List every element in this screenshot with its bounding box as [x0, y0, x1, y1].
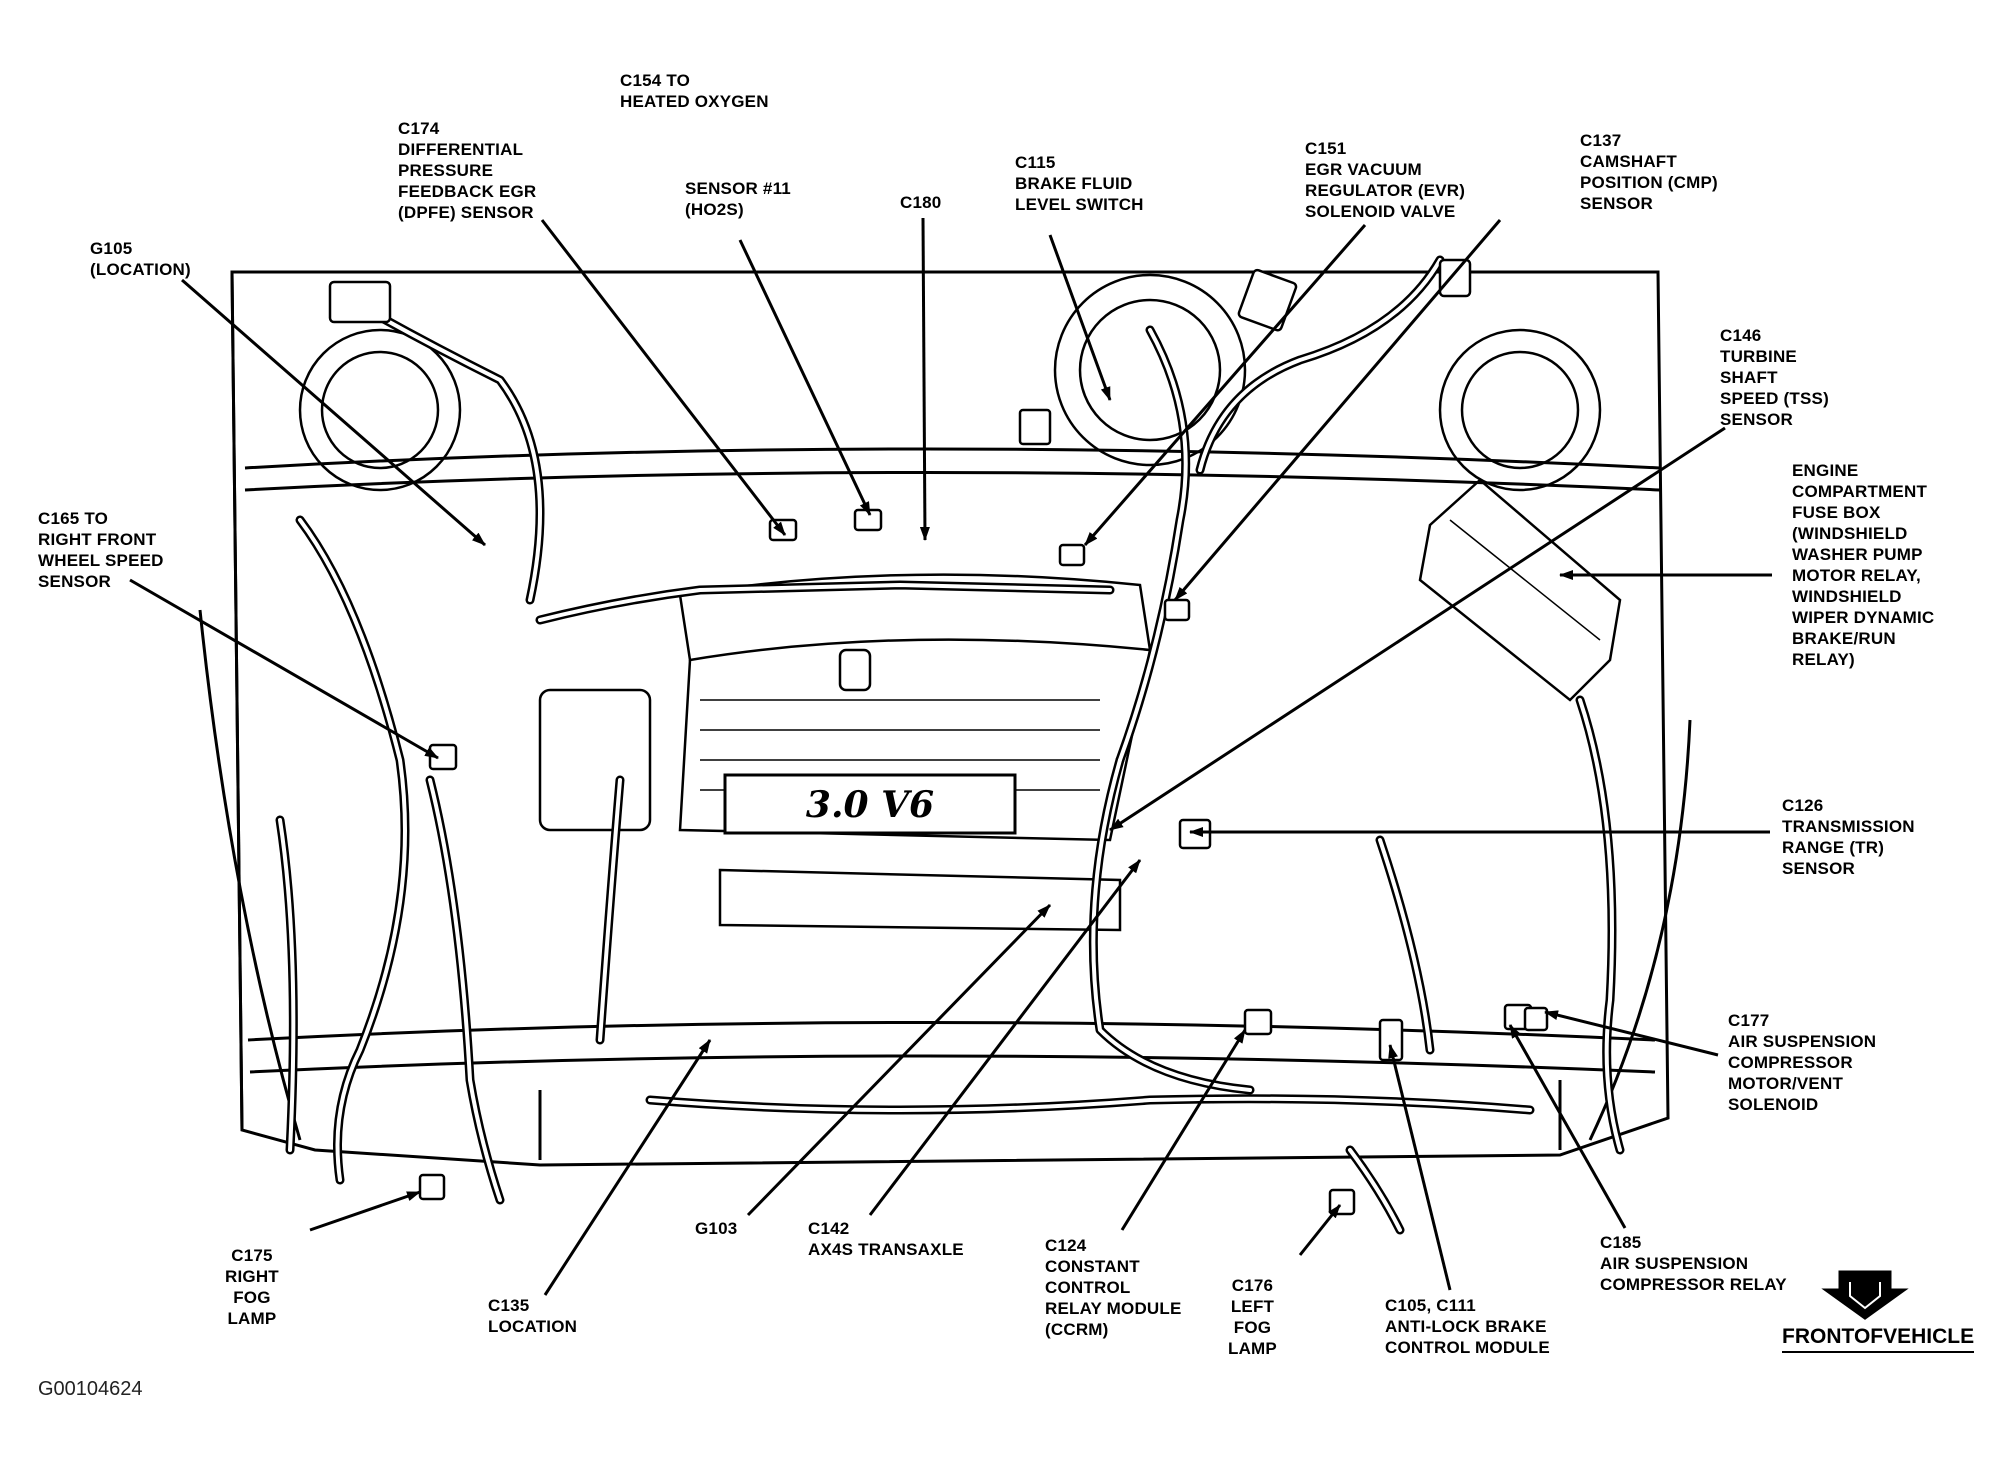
leader-lines	[129, 217, 1772, 1296]
label-c137: C137 CAMSHAFT POSITION (CMP) SENSOR	[1580, 131, 1718, 213]
label-c151: C151 EGR VACUUM REGULATOR (EVR) SOLENOID…	[1305, 139, 1466, 221]
label-c142: C142 AX4S TRANSAXLE	[808, 1219, 964, 1259]
label-fuse-box: ENGINE COMPARTMENT FUSE BOX (WINDSHIELD …	[1792, 461, 1935, 669]
strut-towers	[298, 273, 1602, 492]
label-c165: C165 TO RIGHT FRONT WHEEL SPEED SENSOR	[38, 509, 164, 591]
front-of-vehicle-label: FRONTOFVEHICLE	[1782, 1325, 1975, 1353]
label-c180: C180	[900, 193, 942, 212]
label-c175: C175 RIGHT FOG LAMP	[225, 1246, 279, 1328]
label-c126: C126 TRANSMISSION RANGE (TR) SENSOR	[1782, 796, 1915, 878]
body-outline	[198, 270, 1692, 1167]
label-c177: C177 AIR SUSPENSION COMPRESSOR MOTOR/VEN…	[1728, 1011, 1877, 1114]
label-c135: C135 LOCATION	[488, 1296, 578, 1336]
label-c105-c111: C105, C111 ANTI-LOCK BRAKE CONTROL MODUL…	[1385, 1296, 1550, 1357]
engine-badge: 3.0 V6	[806, 784, 934, 826]
front-arrow-icon	[1821, 1270, 1909, 1320]
label-c185: C185 AIR SUSPENSION COMPRESSOR RELAY	[1600, 1233, 1787, 1294]
figure-id: G00104624	[38, 1378, 143, 1400]
fuse-box-shape	[1418, 478, 1622, 702]
label-c176: C176 LEFT FOG LAMP	[1228, 1276, 1277, 1358]
label-c146: C146 TURBINE SHAFT SPEED (TSS) SENSOR	[1720, 326, 1829, 429]
label-c154: C154 TO HEATED OXYGEN	[620, 71, 769, 111]
label-c124: C124 CONSTANT CONTROL RELAY MODULE (CCRM…	[1045, 1236, 1182, 1339]
engine-block	[538, 573, 1152, 932]
label-c115: C115 BRAKE FLUID LEVEL SWITCH	[1015, 153, 1144, 214]
label-g105: G105 (LOCATION)	[90, 239, 191, 279]
label-c174: C174 DIFFERENTIAL PRESSURE FEEDBACK EGR …	[398, 119, 537, 222]
wiring-harness-inner	[278, 258, 1622, 1232]
wiring-harness	[275, 255, 1625, 1235]
label-g103: G103	[695, 1219, 738, 1238]
label-sensor-11: SENSOR #11 (HO2S)	[685, 179, 791, 219]
